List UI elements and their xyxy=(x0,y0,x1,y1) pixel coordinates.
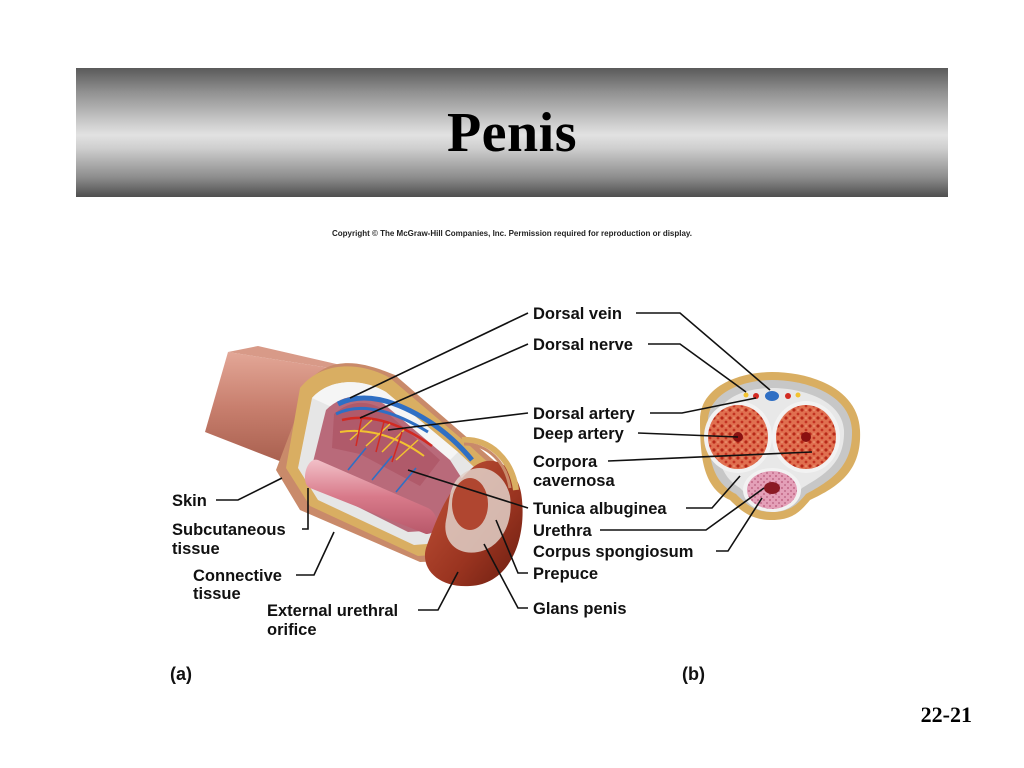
panel-a-illustration xyxy=(205,346,523,587)
copyright-notice: Copyright © The McGraw-Hill Companies, I… xyxy=(331,229,693,238)
label-subcutaneous: Subcutaneous xyxy=(172,521,286,539)
slide-number: 22-21 xyxy=(920,702,972,727)
label-deep-artery: Deep artery xyxy=(533,425,625,443)
label-external-urethral: External urethral xyxy=(267,602,398,620)
label-skin: Skin xyxy=(172,492,207,510)
label-prepuce: Prepuce xyxy=(533,565,598,583)
label-connective: Connective xyxy=(193,567,282,585)
label-connective-tissue: tissue xyxy=(193,585,241,603)
panel-label-b: (b) xyxy=(682,664,705,684)
label-urethra: Urethra xyxy=(533,522,593,540)
leader-lines xyxy=(216,312,813,611)
label-orifice: orifice xyxy=(267,621,317,639)
label-corpus-spongiosum: Corpus spongiosum xyxy=(533,543,693,561)
label-dorsal-nerve: Dorsal nerve xyxy=(533,336,633,354)
label-tunica-albuginea: Tunica albuginea xyxy=(533,500,667,518)
figure-labels: Dorsal vein Dorsal nerve Dorsal artery D… xyxy=(170,305,705,684)
panel-label-a: (a) xyxy=(170,664,192,684)
label-cavernosa: cavernosa xyxy=(533,472,615,490)
title-bar: Penis xyxy=(76,68,948,197)
panel-b-illustration xyxy=(700,372,861,520)
label-corpora: Corpora xyxy=(533,453,598,471)
label-dorsal-artery: Dorsal artery xyxy=(533,405,636,423)
label-dorsal-vein: Dorsal vein xyxy=(533,305,622,323)
page-title: Penis xyxy=(446,101,578,164)
label-glans-penis: Glans penis xyxy=(533,600,627,618)
label-subcutaneous-tissue: tissue xyxy=(172,540,220,558)
skin-layer xyxy=(205,352,330,462)
